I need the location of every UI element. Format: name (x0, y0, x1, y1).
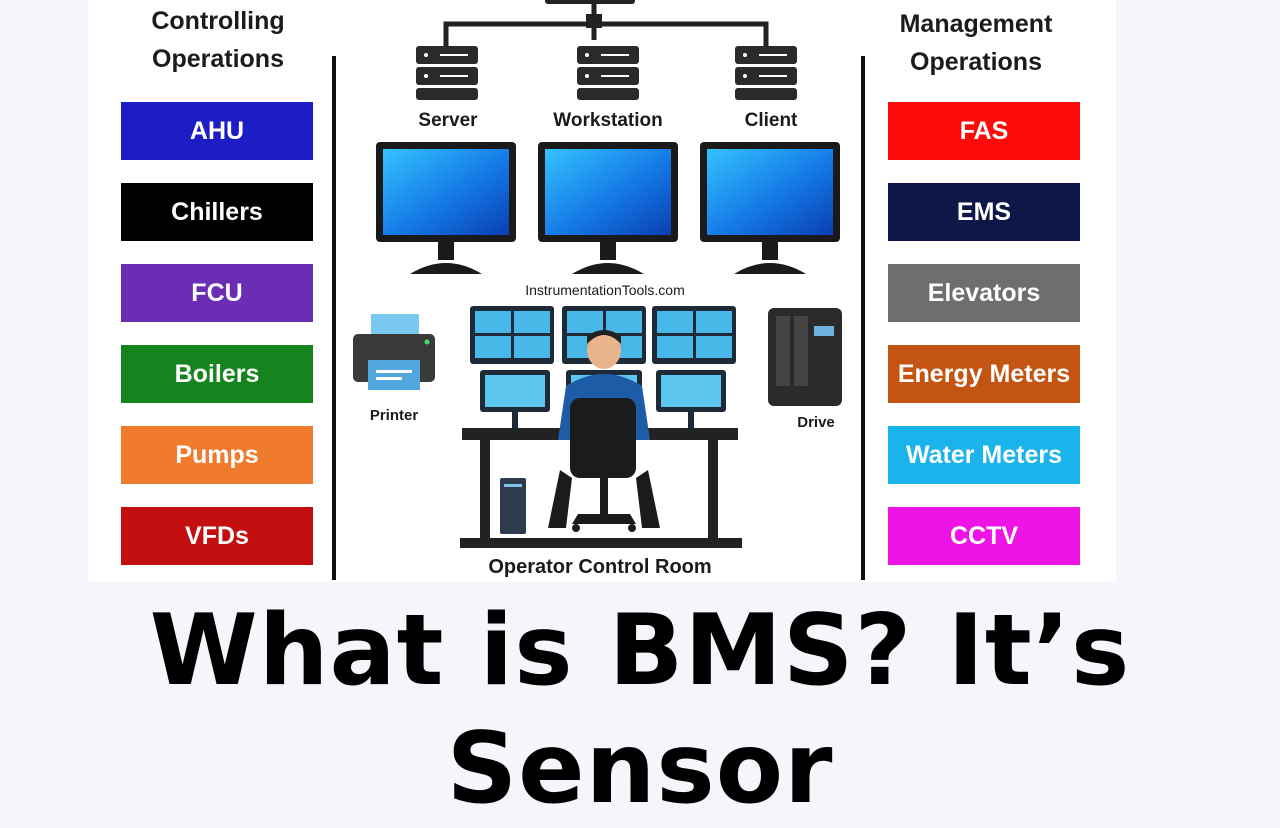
left-item-boilers: Boilers (121, 345, 313, 403)
right-item-cctv: CCTV (888, 507, 1080, 565)
drive-icon (768, 308, 842, 406)
right-title-line-2: Operations (910, 48, 1042, 76)
right-item-water-meters: Water Meters (888, 426, 1080, 484)
left-column-title: Controlling Operations (118, 2, 318, 78)
right-item-ems: EMS (888, 183, 1080, 241)
left-divider (332, 56, 336, 580)
left-item-pumps: Pumps (121, 426, 313, 484)
right-title-line-1: Management (899, 10, 1053, 38)
drive-label: Drive (797, 414, 835, 431)
workstation-server-icon (577, 46, 639, 100)
control-room-icon (460, 306, 742, 548)
right-item-elevators: Elevators (888, 264, 1080, 322)
right-column-title: Management Operations (876, 5, 1076, 81)
workstation-label: Workstation (553, 110, 663, 131)
server-label: Server (418, 110, 478, 131)
watermark-label: InstrumentationTools.com (525, 282, 685, 298)
printer-label: Printer (369, 407, 419, 424)
client-server-icon (735, 46, 797, 100)
client-label: Client (744, 110, 798, 131)
monitor-icon (700, 142, 840, 274)
monitor-icon (538, 142, 678, 274)
monitor-icon (376, 142, 516, 274)
network-hub-icon (443, 0, 769, 48)
right-item-energy-meters: Energy Meters (888, 345, 1080, 403)
headline-title: What is BMS? It’s Sensor (149, 594, 1131, 826)
right-item-fas: FAS (888, 102, 1080, 160)
left-item-chillers: Chillers (121, 183, 313, 241)
right-divider (861, 56, 865, 580)
left-title-line-1: Controlling (151, 7, 285, 35)
left-item-fcu: FCU (121, 264, 313, 322)
left-item-ahu: AHU (121, 102, 313, 160)
left-item-vfds: VFDs (121, 507, 313, 565)
operator-control-room-label: Operator Control Room (488, 556, 712, 578)
center-illustration (353, 0, 842, 548)
printer-icon (353, 314, 435, 390)
left-title-line-2: Operations (152, 45, 284, 73)
server-icon (416, 46, 478, 100)
